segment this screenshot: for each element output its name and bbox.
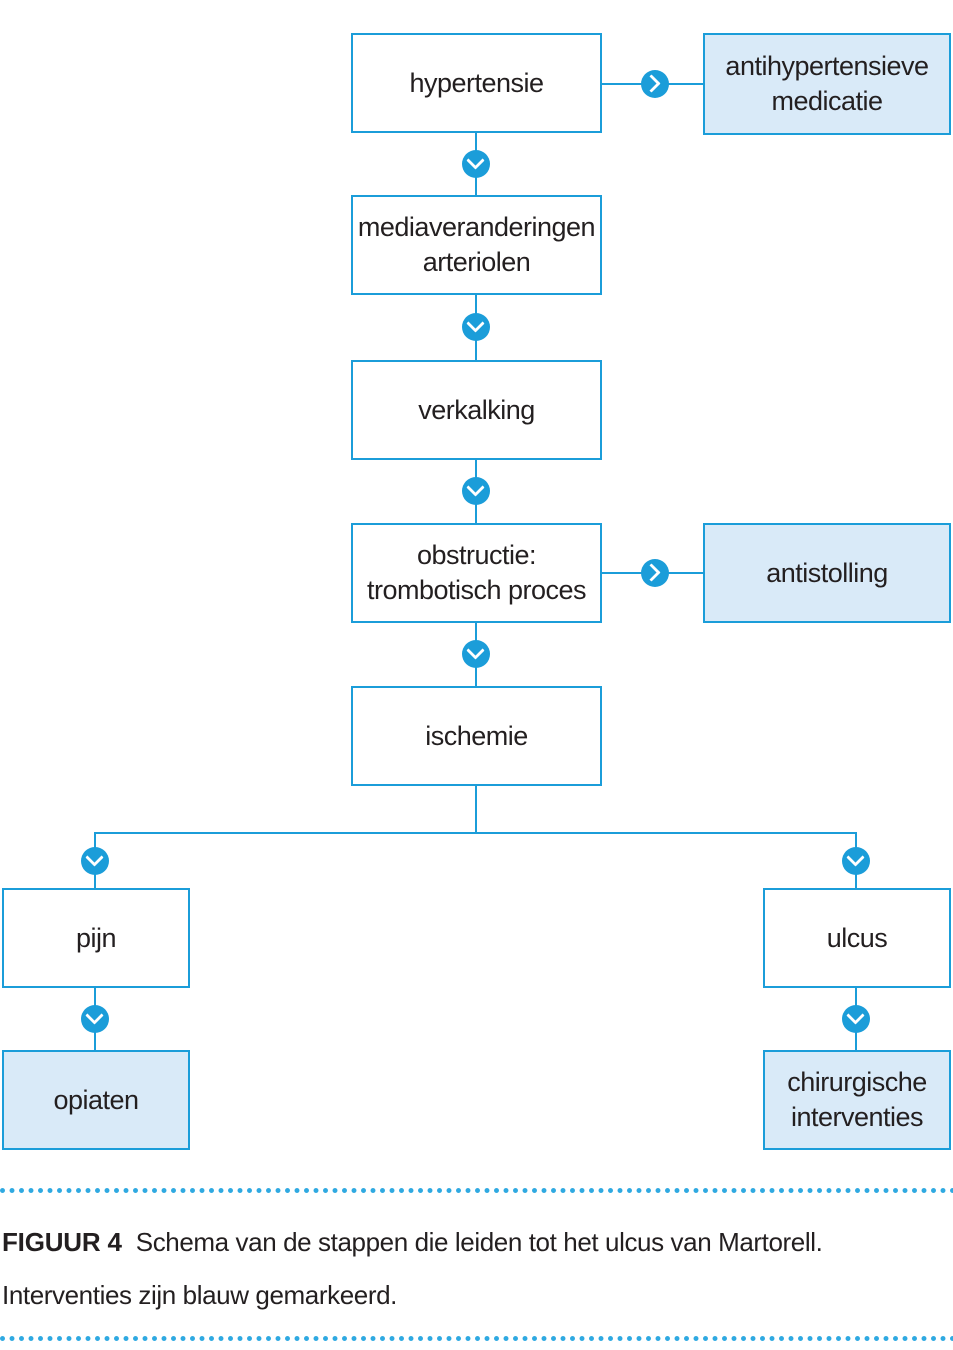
arrow-down-icon xyxy=(462,150,490,178)
dotted-rule-bottom xyxy=(0,1336,953,1341)
node-antistolling: antistolling xyxy=(703,523,951,623)
node-verkalking: verkalking xyxy=(351,360,602,460)
figure-caption: FIGUUR 4 Schema van de stappen die leiden… xyxy=(2,1216,942,1322)
dotted-rule-top xyxy=(0,1188,953,1193)
connector-ischemie-branch xyxy=(475,786,477,834)
node-ulcus: ulcus xyxy=(763,888,951,988)
arrow-down-icon xyxy=(842,1005,870,1033)
branch-horizontal-line xyxy=(94,832,857,834)
node-antihypertensieve-medicatie: antihypertensieve medicatie xyxy=(703,33,951,135)
arrow-right-icon xyxy=(641,559,669,587)
arrow-down-icon xyxy=(462,477,490,505)
arrow-down-icon xyxy=(81,847,109,875)
caption-text: Schema van de stappen die leiden tot het… xyxy=(135,1227,823,1257)
caption-figure-label: FIGUUR 4 xyxy=(2,1227,122,1257)
node-mediaveranderingen-arteriolen: mediaveranderingen arteriolen xyxy=(351,195,602,295)
node-opiaten: opiaten xyxy=(2,1050,190,1150)
arrow-down-icon xyxy=(81,1005,109,1033)
node-hypertensie: hypertensie xyxy=(351,33,602,133)
node-ischemie: ischemie xyxy=(351,686,602,786)
arrow-down-icon xyxy=(462,313,490,341)
node-chirurgische-interventies: chirurgische interventies xyxy=(763,1050,951,1150)
arrow-down-icon xyxy=(462,640,490,668)
arrow-down-icon xyxy=(842,847,870,875)
node-obstructie-trombotisch-proces: obstructie: trombotisch proces xyxy=(351,523,602,623)
node-pijn: pijn xyxy=(2,888,190,988)
caption-line-2: Interventies zijn blauw gemarkeerd. xyxy=(2,1280,397,1310)
caption-line-1: FIGUUR 4 Schema van de stappen die leiden… xyxy=(2,1216,942,1269)
arrow-right-icon xyxy=(641,70,669,98)
